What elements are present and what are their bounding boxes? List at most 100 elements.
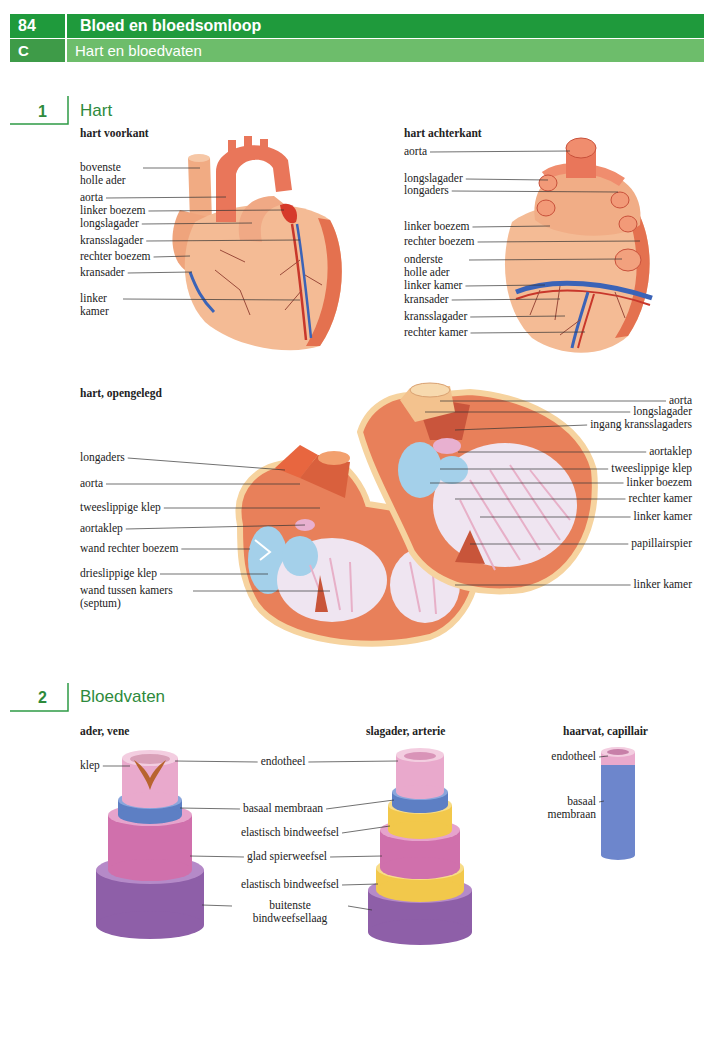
leader-line xyxy=(348,906,372,910)
leader-line xyxy=(455,585,631,586)
part-label: papillairspier xyxy=(631,537,692,550)
part-label: tweeslippige klep xyxy=(611,462,692,475)
leader-line xyxy=(470,316,565,317)
part-label: ingang kransslagaders xyxy=(590,418,692,431)
part-label: drieslippige klep xyxy=(80,567,157,580)
artery-layers xyxy=(396,748,444,762)
section-marker xyxy=(10,96,68,711)
part-label: linker kamer xyxy=(634,578,692,591)
heart-front xyxy=(215,250,322,315)
leader-line xyxy=(193,591,330,592)
heart-back xyxy=(566,138,596,158)
section-marker xyxy=(10,96,68,124)
figure-heading: haarvat, capillair xyxy=(563,725,648,738)
leader-line xyxy=(146,240,300,241)
heart-back xyxy=(530,286,625,335)
heart-opened xyxy=(433,443,577,567)
leader-line xyxy=(480,517,631,518)
heart-front xyxy=(280,204,297,224)
part-label: kransader xyxy=(404,293,449,306)
capillary xyxy=(601,747,635,757)
heart-opened xyxy=(410,383,450,397)
figure-heading: hart voorkant xyxy=(80,127,149,140)
part-label: tweeslippige klep xyxy=(80,501,161,514)
leader-line xyxy=(440,469,608,470)
leader-line xyxy=(452,191,618,192)
heart-opened xyxy=(255,540,270,560)
figure-heading: slagader, arterie xyxy=(366,725,445,738)
leader-line xyxy=(342,884,378,885)
heart-front xyxy=(188,158,212,222)
part-label: linker boezem xyxy=(404,220,469,233)
part-label: glad spierweefsel xyxy=(247,850,327,863)
heart-back xyxy=(505,138,652,353)
part-label: linker boezem xyxy=(627,476,692,489)
part-label: kransslagader xyxy=(404,310,467,323)
vein-layers xyxy=(96,911,204,939)
part-label: linker kamer xyxy=(404,279,462,292)
part-label: longslagader xyxy=(80,217,139,230)
heart-front xyxy=(306,218,342,346)
leader-line xyxy=(123,299,300,300)
leader-line xyxy=(175,761,258,762)
heart-opened xyxy=(436,456,468,484)
artery-layers xyxy=(396,785,444,799)
leader-line xyxy=(160,574,268,575)
leader-line xyxy=(106,484,300,485)
leader-line xyxy=(465,285,545,286)
part-label: wand tussen kamers (septum) xyxy=(80,584,190,610)
heart-back xyxy=(615,249,641,271)
header-band xyxy=(67,14,704,38)
heart-opened xyxy=(239,383,595,644)
chapter-band: Hart en bloedvaten xyxy=(67,39,704,62)
page-title: Bloed en bloedsomloop xyxy=(80,14,261,38)
heart-opened xyxy=(315,575,328,612)
heart-back xyxy=(619,216,637,232)
band-text: 84 xyxy=(18,17,36,35)
leader-line xyxy=(326,800,394,809)
heart-front xyxy=(190,272,214,312)
heart-opened xyxy=(360,392,595,591)
leader-line xyxy=(142,223,252,224)
artery-layers xyxy=(380,857,460,879)
part-label: rechter boezem xyxy=(80,250,151,263)
vein-layers xyxy=(122,750,178,766)
chapter-letter-box: C xyxy=(10,39,65,62)
leader-line xyxy=(164,508,320,509)
artery-layers xyxy=(388,821,452,839)
leader-line xyxy=(452,299,560,300)
heart-back xyxy=(611,192,629,208)
leader-line xyxy=(330,856,382,857)
artery-layers xyxy=(368,748,472,945)
heart-opened xyxy=(433,438,461,454)
leader-line xyxy=(128,458,285,470)
part-label: elastisch bindweefsel xyxy=(241,826,339,839)
part-label: elastisch bindweefsel xyxy=(241,878,339,891)
part-label: longaders xyxy=(80,451,125,464)
page-number-box: 84 xyxy=(10,14,65,38)
band-text: Hart en bloedvaten xyxy=(75,42,202,59)
leader-line xyxy=(154,256,190,257)
part-label: linker kamer xyxy=(80,292,120,318)
part-label: kransader xyxy=(80,266,125,279)
figure-heading: ader, vene xyxy=(80,725,129,738)
leader-line xyxy=(148,210,284,211)
leader-line xyxy=(466,179,548,180)
heart-opened xyxy=(318,451,350,465)
capillary xyxy=(601,765,635,855)
leader-line xyxy=(103,766,130,767)
leader-line xyxy=(106,197,226,198)
part-label: aorta xyxy=(404,145,427,158)
capillary xyxy=(601,850,635,860)
part-label: longaders xyxy=(404,184,449,197)
band-text: C xyxy=(18,42,29,59)
part-label: aorta xyxy=(80,191,103,204)
heart-front xyxy=(239,196,284,242)
artery-layers xyxy=(376,878,464,902)
heart-back xyxy=(516,291,650,305)
capillary xyxy=(601,747,635,860)
part-label: basaal membraan xyxy=(541,795,596,821)
part-label: endotheel xyxy=(551,750,596,763)
leader-line xyxy=(126,525,305,529)
